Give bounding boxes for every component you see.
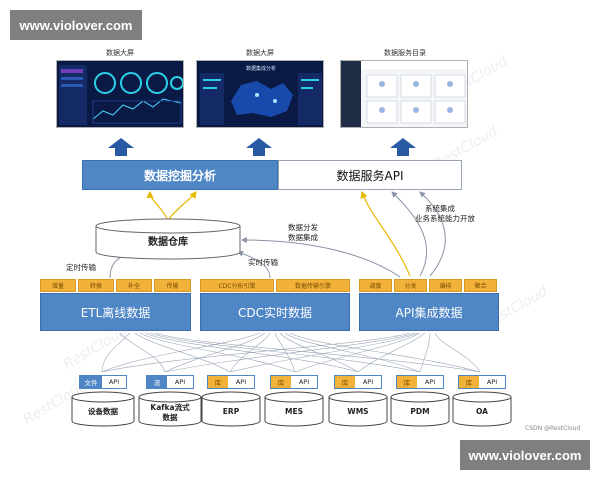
watermark-top: www.violover.com: [10, 10, 142, 40]
source-header: 文件 API: [79, 375, 127, 389]
source-type: 库: [271, 376, 291, 388]
warehouse-label: 数据仓库: [148, 237, 188, 248]
database-icon: [201, 391, 261, 427]
database-icon: [138, 391, 202, 427]
source-name: 设备数据: [88, 407, 118, 416]
dashboard-screenshot-3: [340, 60, 468, 128]
cdc-tab: CDC分析引擎: [200, 279, 274, 292]
source-api: API: [228, 376, 254, 388]
note-realtime-transfer: 实时传输: [248, 258, 278, 267]
source-header: 流 API: [146, 375, 194, 389]
note-scheduled-transfer: 定时传输: [66, 263, 96, 272]
database-icon: [390, 391, 450, 427]
source-type: 库: [208, 376, 228, 388]
dashboard-graphic-3: [341, 61, 467, 127]
note-integrate: 数据集成: [288, 233, 318, 242]
source-type: 流: [147, 376, 167, 388]
up-arrow-icon: [390, 138, 416, 156]
source-name: MES: [285, 407, 303, 416]
api-module: API集成数据: [359, 293, 499, 331]
source-type: 文件: [80, 376, 102, 388]
capability-data-service-api: 数据服务API: [278, 160, 462, 190]
source-api: API: [355, 376, 381, 388]
etl-tab: 补全: [116, 279, 152, 292]
source-api: API: [479, 376, 505, 388]
note-system-integration: 系统集成: [425, 204, 455, 213]
source-name: Kafka流式 数据: [150, 403, 190, 422]
etl-tab: 转换: [78, 279, 114, 292]
source-api: API: [417, 376, 443, 388]
etl-tab: 增量: [40, 279, 76, 292]
warehouse-cylinder: [95, 218, 241, 260]
source-api: API: [291, 376, 317, 388]
database-icon: [452, 391, 512, 427]
note-distribute: 数据分发: [288, 223, 318, 232]
source-header: 库 API: [207, 375, 255, 389]
dashboard-title-3: 数据服务目录: [384, 49, 426, 57]
etl-module: ETL离线数据: [40, 293, 191, 331]
credit-text: CSDN @RestCloud: [525, 425, 581, 432]
source-api: API: [102, 376, 126, 388]
dashboard-graphic-2: 数据集成分析: [200, 65, 322, 125]
source-name: ERP: [222, 407, 240, 416]
dashboard-title-1: 数据大屏: [106, 49, 134, 57]
source-header: 库 API: [270, 375, 318, 389]
etl-tabs: 增量 转换 补全 传输: [40, 279, 191, 292]
etl-tab: 传输: [154, 279, 191, 292]
api-tab: 调度: [359, 279, 392, 292]
api-tab: 聚合: [464, 279, 497, 292]
up-arrow-icon: [108, 138, 134, 156]
database-icon: [264, 391, 324, 427]
dashboard-graphic-1: [59, 65, 183, 125]
cdc-tab: 数据传输引擎: [276, 279, 350, 292]
source-type: 库: [397, 376, 417, 388]
dashboard-screenshot-2: 数据集成分析: [196, 60, 324, 128]
source-name: OA: [476, 407, 488, 416]
source-header: 库 API: [396, 375, 444, 389]
watermark-bottom: www.violover.com: [460, 440, 590, 470]
api-tab: 分发: [394, 279, 427, 292]
source-header: 库 API: [458, 375, 506, 389]
source-name: PDM: [410, 407, 430, 416]
source-header: 库 API: [334, 375, 382, 389]
source-api: API: [167, 376, 193, 388]
api-tabs: 调度 分发 编排 聚合: [359, 279, 497, 292]
cdc-tabs: CDC分析引擎 数据传输引擎: [200, 279, 350, 292]
api-tab: 编排: [429, 279, 462, 292]
dashboard-screen-title: 数据集成分析: [246, 65, 276, 72]
source-name: WMS: [347, 407, 369, 416]
cdc-module: CDC实时数据: [200, 293, 350, 331]
dashboard-title-2: 数据大屏: [246, 49, 274, 57]
database-icon: [328, 391, 388, 427]
database-icon: [71, 391, 135, 427]
note-capability-open: 业务系统能力开放: [415, 214, 475, 223]
source-type: 库: [335, 376, 355, 388]
capability-data-mining: 数据挖掘分析: [82, 160, 278, 190]
source-type: 库: [459, 376, 479, 388]
up-arrow-icon: [246, 138, 272, 156]
dashboard-screenshot-1: [56, 60, 184, 128]
